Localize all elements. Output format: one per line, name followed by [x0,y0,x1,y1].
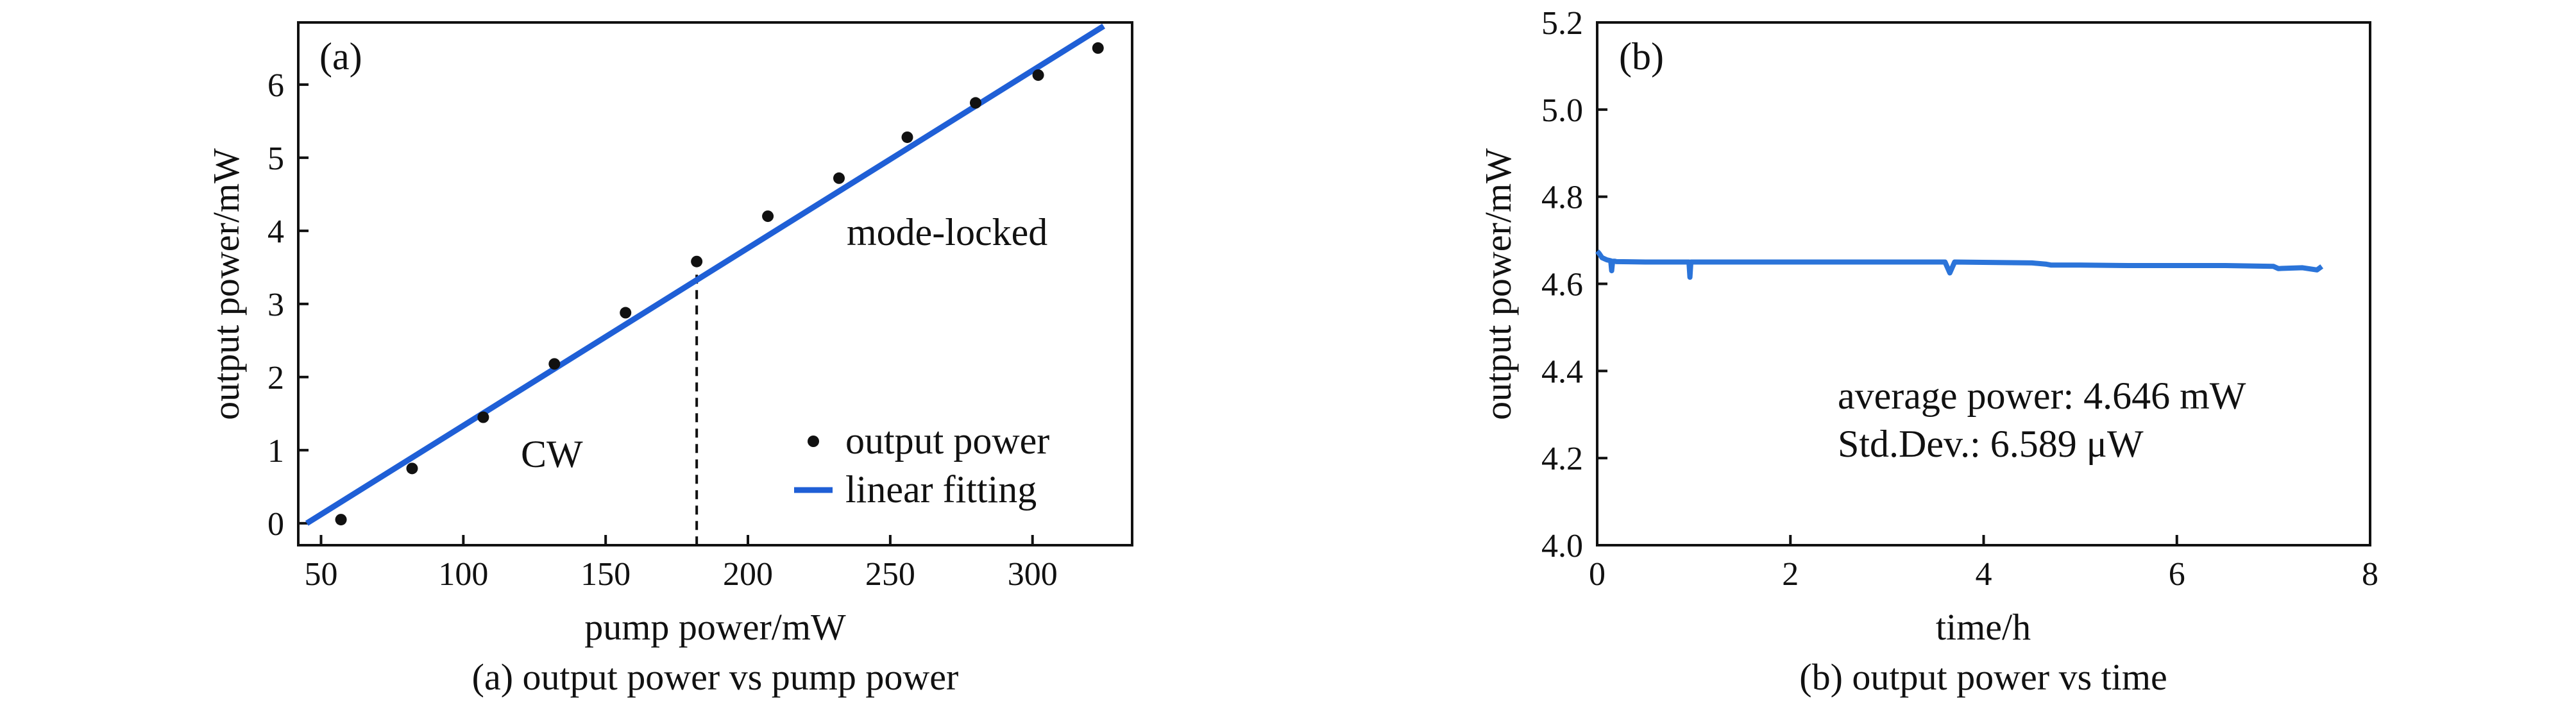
panel-b-y-tick-label: 5.2 [1541,5,1583,42]
panel-a-y-tick-label: 3 [267,287,284,323]
panel-b-x-tick-label: 4 [1976,556,1992,593]
panel-a-y-tick-label: 0 [267,506,284,543]
panel-b-annotation-std-dev: Std.Dev.: 6.589 μW [1838,423,2144,465]
panel-b-plot-frame [1596,21,2371,546]
panel-b-marks [1595,249,2324,280]
panel-a-annotation-cw: CW [521,433,583,475]
panel-a-annotation-mode-locked: mode-locked [847,211,1047,253]
panel-a-y-axis: 0 1 2 3 4 5 6 [267,67,309,543]
panel-a-data-point [477,411,489,423]
panel-a-legend: output power linear fitting [794,419,1049,511]
panel-a-marks [305,23,1106,545]
panel-b-output-vs-time: 0 2 4 6 8 4.0 4.2 4.4 4.6 4.8 5.0 5.2 (b) average … [1477,5,2378,698]
panel-a-caption: (a) output power vs pump power [472,656,959,698]
panel-a-y-tick-label: 6 [267,67,284,104]
panel-a-data-point [548,358,561,370]
panel-a-y-tick-label: 5 [267,140,284,177]
panel-b-y-tick-label: 4.8 [1541,180,1583,216]
panel-b-x-tick-label: 8 [2362,556,2378,593]
panel-a-output-vs-pump: 50 100 150 200 250 300 0 1 2 3 4 5 6 (a) mode-locke… [205,21,1133,698]
panel-a-y-tick-label: 1 [267,433,284,470]
panel-a-data-point [406,462,418,475]
panel-b-y-tick-label: 4.4 [1541,353,1583,390]
panel-a-y-axis-label: output power/mW [205,148,247,420]
panel-a-data-point [620,307,632,319]
legend-label-output-power: output power [845,419,1049,462]
panel-a-x-tick-label: 300 [1008,556,1058,593]
panel-b-y-tick-label: 4.2 [1541,441,1583,477]
panel-a-letter: (a) [319,35,362,78]
panel-a-x-axis: 50 100 150 200 250 300 [304,535,1058,593]
panel-b-x-tick-label: 6 [2169,556,2185,593]
legend-marker-output-power [808,436,819,447]
panel-a-data-point [969,97,981,109]
panel-a-y-tick-label: 2 [267,360,284,396]
panel-a-data-point [335,514,347,526]
panel-a-data-point [762,210,774,223]
panel-a-fit-line [305,23,1106,526]
panel-b-y-axis-label: output power/mW [1477,148,1519,420]
panel-a-data-point [833,172,845,184]
panel-b-y-tick-label: 5.0 [1541,92,1583,129]
panel-a-y-tick-label: 4 [267,214,284,250]
panel-a-data-point [1032,69,1044,81]
panel-b-letter: (b) [1619,35,1664,78]
legend-label-linear-fitting: linear fitting [845,468,1037,511]
panel-b-y-axis: 4.0 4.2 4.4 4.6 4.8 5.0 5.2 [1541,5,1607,564]
panel-b-y-tick-label: 4.0 [1541,528,1583,564]
panel-a-x-tick-label: 250 [865,556,915,593]
panel-b-x-tick-label: 0 [1589,556,1606,593]
panel-b-annotation-average-power: average power: 4.646 mW [1838,375,2246,417]
panel-a-data-point [1092,42,1104,54]
panel-a-x-tick-label: 50 [304,556,337,593]
panel-a-plot-frame [297,21,1133,546]
panel-a-data-point [901,131,913,143]
panel-a-x-tick-label: 200 [723,556,773,593]
panel-a-x-axis-label: pump power/mW [584,606,846,648]
panel-b-x-axis: 0 2 4 6 8 [1589,535,2378,593]
panel-b-x-tick-label: 2 [1782,556,1799,593]
panel-a-x-tick-label: 100 [438,556,488,593]
panel-b-x-axis-label: time/h [1936,606,2031,648]
panel-b-y-tick-label: 4.6 [1541,267,1583,303]
panel-a-x-tick-label: 150 [580,556,631,593]
panel-b-power-trace [1595,249,2324,280]
panel-a-data-point [691,255,703,267]
panel-b-caption: (b) output power vs time [1799,656,2167,698]
